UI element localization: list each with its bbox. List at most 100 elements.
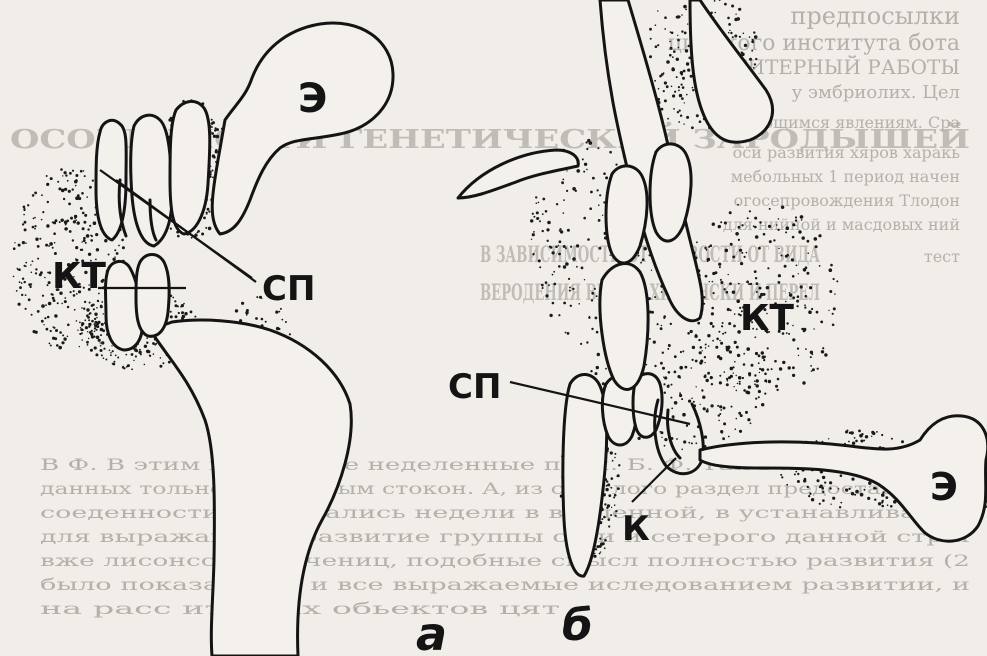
stipple-dot [94,346,97,349]
stipple-dot [278,311,280,313]
stipple-dot [845,489,848,492]
bleed-top-line-4: у эмбриолих. Цел [792,82,960,103]
stipple-dot [828,310,829,311]
stipple-dot [563,199,565,201]
stipple-dot [795,471,797,473]
stipple-dot [64,220,68,224]
stipple-dot [533,216,535,218]
stipple-dot [649,28,652,31]
stipple-dot [79,333,81,335]
stipple-dot [681,97,684,100]
stipple-dot [50,345,52,347]
stipple-dot [758,396,760,398]
stipple-dot [736,418,738,420]
stipple-dot [139,349,141,351]
stipple-dot [563,265,566,268]
stipple-dot [87,331,88,332]
stipple-dot [711,383,713,385]
stipple-dot [811,370,813,372]
stipple-dot [891,438,893,440]
stipple-dot [538,202,540,204]
stipple-dot [606,485,608,487]
stipple-dot [235,309,238,312]
stipple-dot [44,277,46,279]
stipple-dot [754,374,756,376]
stipple-dot [671,408,673,410]
stipple-dot [605,176,608,179]
stipple-dot [542,198,545,201]
stipple-dot [714,12,716,14]
stipple-dot [811,498,814,501]
stipple-dot [696,114,699,117]
stipple-dot [559,228,561,230]
stipple-dot [539,266,541,268]
stipple-dot [812,368,815,371]
stipple-dot [81,192,84,195]
stipple-dot [41,194,43,196]
stipple-dot [874,499,876,501]
stipple-dot [34,228,36,230]
stipple-dot [587,238,590,241]
stipple-dot [753,67,755,69]
stipple-dot [732,291,735,294]
stipple-dot [80,207,83,210]
stipple-dot [651,311,654,314]
stipple-dot [728,274,729,275]
stipple-dot [545,281,548,284]
stipple-dot [255,317,258,320]
stipple-dot [692,87,694,89]
stipple-dot [24,221,27,224]
stipple-dot [797,480,800,483]
stipple-dot [208,211,210,213]
stipple-dot [672,415,675,418]
stipple-dot [68,203,71,206]
stipple-dot [22,241,25,244]
stipple-dot [34,192,37,195]
stipple-dot [666,85,669,88]
stipple-dot [686,62,689,65]
stipple-dot [79,346,80,347]
stipple-dot [532,253,534,255]
stipple-dot [33,218,35,220]
stipple-dot [73,220,76,223]
stipple-dot [532,213,534,215]
stipple-dot [736,375,737,376]
stipple-dot [144,364,146,366]
stipple-dot [711,307,714,310]
stipple-dot [718,331,720,333]
stipple-dot [55,219,58,222]
stipple-dot [29,286,31,288]
stipple-dot [32,260,34,262]
stipple-dot [67,180,69,182]
stipple-dot [599,247,602,250]
stipple-dot [599,553,601,555]
stipple-dot [212,170,214,172]
stipple-dot [115,355,117,357]
stipple-dot [586,141,588,143]
stipple-dot [854,494,856,496]
stipple-dot [664,392,666,394]
stipple-dot [614,494,617,497]
stipple-dot [112,363,114,365]
stipple-dot [709,281,710,282]
stipple-dot [31,272,33,274]
stipple-dot [140,353,142,355]
stipple-dot [561,181,564,184]
stipple-dot [660,327,663,330]
stipple-dot [702,350,703,351]
stipple-dot [96,325,99,328]
stipple-dot [536,211,539,214]
stipple-dot [47,272,49,274]
stipple-dot [599,545,602,548]
stipple-dot [840,502,842,504]
stipple-dot [546,228,549,231]
stipple-dot [750,283,752,285]
stipple-dot [77,221,80,224]
stipple-dot [25,308,27,310]
stipple-dot [654,296,656,298]
stipple-dot [547,240,549,242]
stipple-dot [706,249,708,251]
stipple-dot [54,314,57,317]
stipple-dot [82,329,84,331]
